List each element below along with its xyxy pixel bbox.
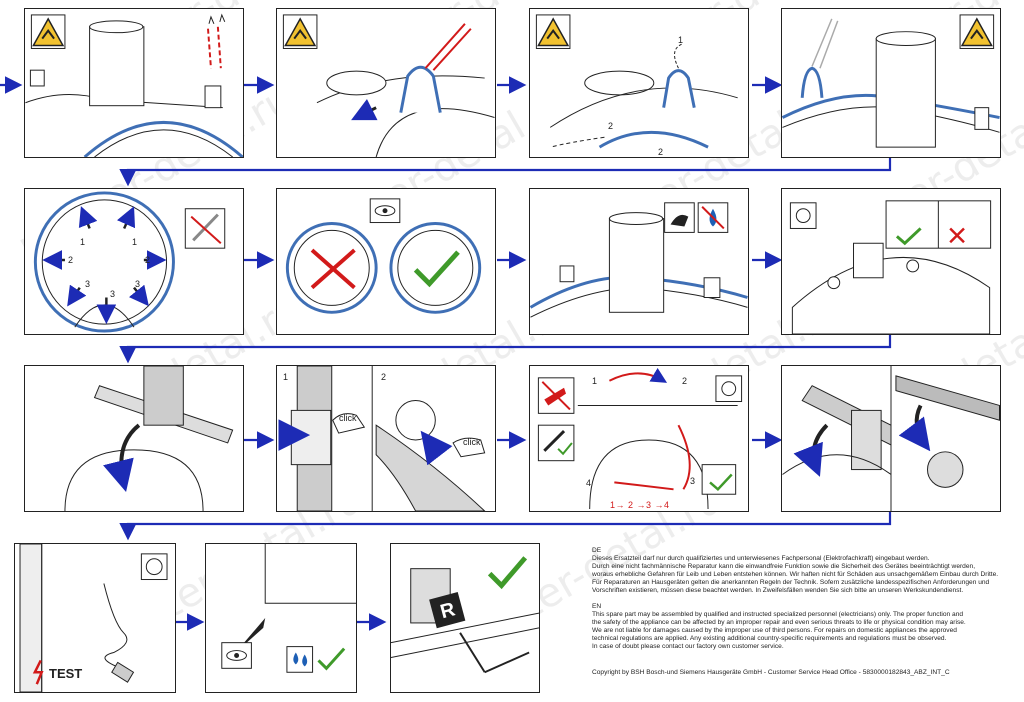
step-3-panel: 1 2 2 bbox=[529, 8, 749, 158]
step-number: 3 bbox=[690, 476, 696, 486]
torx-20-icon bbox=[715, 375, 743, 403]
step-number: 2 bbox=[658, 147, 664, 157]
step-1-panel bbox=[24, 8, 244, 158]
test-label: TEST bbox=[49, 666, 83, 681]
hand-crush-warning-icon bbox=[30, 14, 66, 49]
step-number: 3 bbox=[110, 289, 116, 299]
step-7-panel bbox=[529, 188, 749, 335]
tick-icon bbox=[537, 424, 575, 462]
step-number: 3 bbox=[85, 279, 91, 289]
en-line: We are not liable for damages caused by … bbox=[592, 626, 957, 634]
tick-icon bbox=[701, 464, 737, 495]
step-number: 3 bbox=[135, 279, 141, 289]
step-12-panel bbox=[781, 365, 1001, 512]
click-label: click bbox=[339, 413, 357, 423]
step-11-panel: 1 2 3 4 1→ 2 →3 →4 bbox=[529, 365, 749, 512]
step-8-panel bbox=[781, 188, 1001, 335]
en-line: technical regulations are applied. Any e… bbox=[592, 634, 947, 642]
step-number: 2 bbox=[68, 255, 74, 265]
step-number: 1 bbox=[592, 376, 598, 386]
sequence-label: 1→ 2 →3 →4 bbox=[610, 500, 670, 510]
en-line: the safety of the appliance can be affec… bbox=[592, 618, 966, 626]
step-5-panel: 1 1 2 2 3 3 3 bbox=[24, 188, 244, 335]
eye-icon bbox=[221, 642, 252, 669]
socket-icon bbox=[140, 553, 168, 581]
hand-crush-warning-icon bbox=[535, 14, 571, 49]
torx-20-icon bbox=[789, 202, 817, 229]
step-number: 1 bbox=[678, 35, 684, 45]
de-line: woraus erhebliche Gefahren für Leib und … bbox=[592, 571, 999, 579]
step-10-panel: 1 2 click click bbox=[276, 365, 496, 512]
click-label: click bbox=[463, 437, 481, 447]
eye-icon bbox=[369, 198, 401, 224]
tick-icon bbox=[317, 647, 346, 671]
wipe-icon bbox=[664, 202, 695, 233]
hand-crush-warning-icon bbox=[282, 14, 318, 49]
en-line: This spare part may be assembled by qual… bbox=[592, 610, 964, 618]
step-4-panel bbox=[781, 8, 1001, 158]
step-number: 1 bbox=[80, 237, 86, 247]
no-water-icon bbox=[286, 646, 314, 673]
de-line: Durch eine nicht fachmännische Reparatur… bbox=[592, 563, 976, 571]
step-number: 2 bbox=[381, 372, 387, 382]
copyright: Copyright by BSH Bosch-und Siemens Hausg… bbox=[592, 669, 950, 676]
tick-icon bbox=[413, 250, 460, 288]
step-number: 4 bbox=[586, 478, 592, 488]
step-number: 1 bbox=[283, 372, 289, 382]
en-heading: EN bbox=[592, 602, 602, 610]
de-line: Für Reparaturen an Hausgeräten gelten di… bbox=[592, 579, 990, 587]
step-2-panel bbox=[276, 8, 496, 158]
step-number: 2 bbox=[682, 376, 688, 386]
tick-icon bbox=[895, 227, 922, 246]
step-15-panel: R bbox=[390, 543, 540, 693]
tick-icon bbox=[487, 556, 528, 590]
legal-text: DE Dieses Ersatzteil darf nur durch qual… bbox=[592, 547, 1012, 651]
test-bolt-icon bbox=[32, 659, 44, 685]
svg-text:R: R bbox=[438, 598, 457, 623]
no-tool-icon bbox=[184, 208, 226, 249]
no-tool-icon bbox=[537, 377, 575, 414]
hand-crush-warning-icon bbox=[959, 14, 995, 49]
step-13-panel: TEST bbox=[14, 543, 176, 693]
de-line: Dieses Ersatzteil darf nur durch qualifi… bbox=[592, 555, 930, 563]
step-number: 2 bbox=[608, 121, 614, 131]
cross-icon bbox=[310, 248, 356, 290]
en-line: In case of doubt please contact our fact… bbox=[592, 643, 784, 651]
step-number: 1 bbox=[132, 237, 138, 247]
cross-icon bbox=[949, 227, 965, 244]
step-14-panel bbox=[205, 543, 357, 693]
step-6-panel bbox=[276, 188, 496, 335]
no-water-icon bbox=[697, 202, 729, 233]
de-heading: DE bbox=[592, 547, 602, 554]
step-9-panel bbox=[24, 365, 244, 512]
step-number: 2 bbox=[145, 255, 151, 265]
de-line: Vorschriften existieren, müssen diese be… bbox=[592, 587, 964, 595]
